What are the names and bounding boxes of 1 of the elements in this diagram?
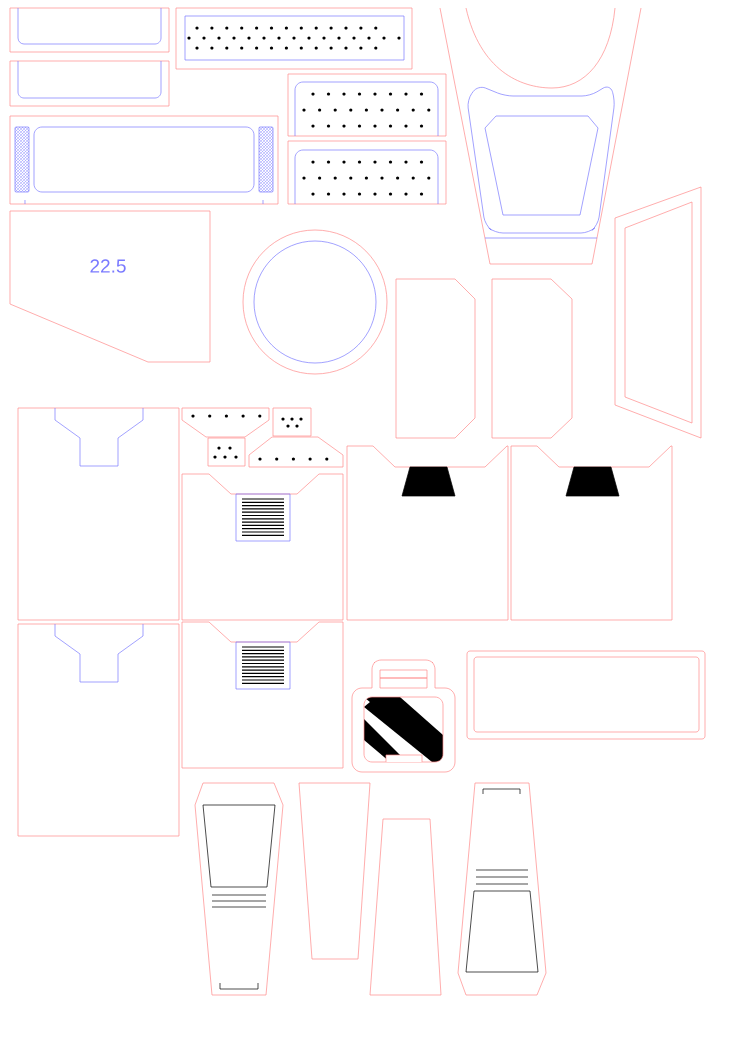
dimension-label: 22.5	[90, 259, 126, 273]
